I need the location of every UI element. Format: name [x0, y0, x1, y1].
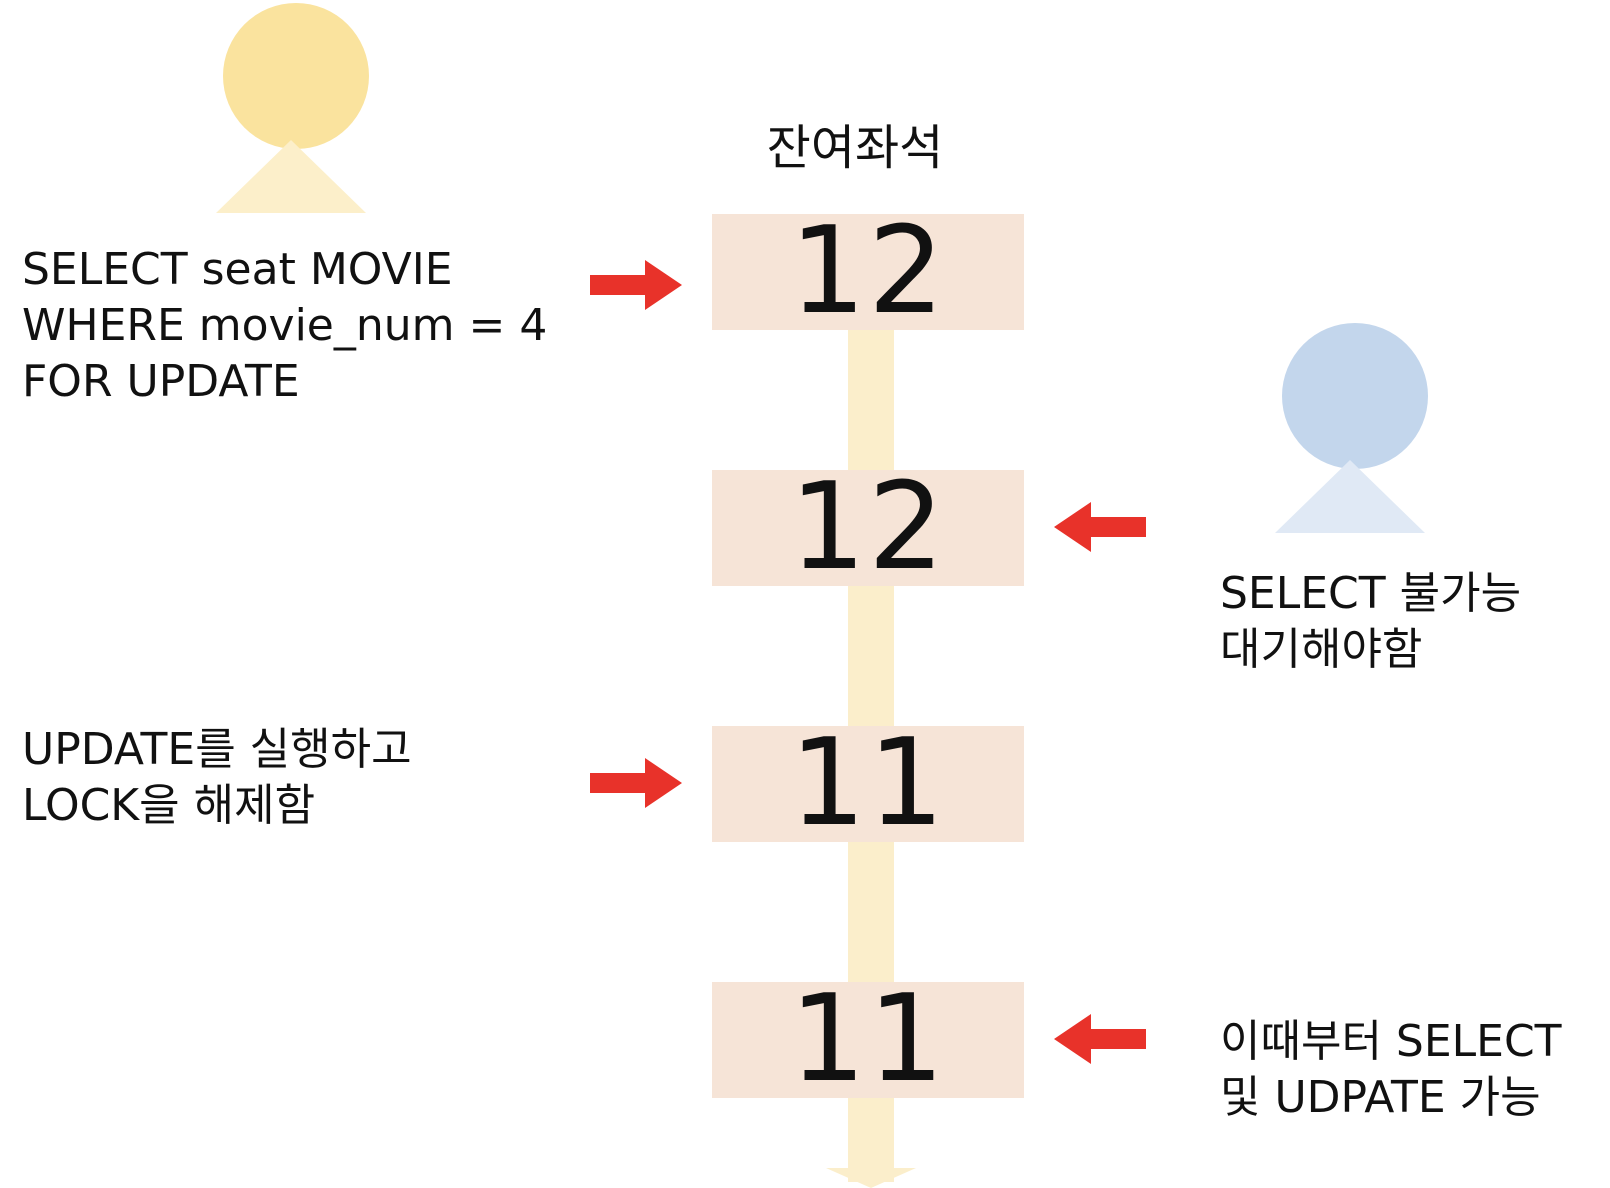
arrow-right-icon: [590, 758, 682, 808]
user-b-head: [1282, 323, 1428, 469]
seat-count-box-1: 12: [712, 212, 1024, 332]
seat-count-box-4: 11: [712, 980, 1024, 1100]
user-a-head: [223, 3, 369, 149]
seat-count-box-2: 12: [712, 468, 1024, 588]
user-a-update-note: UPDATE를 실행하고 LOCK을 해제함: [22, 724, 412, 831]
seat-count-box-3: 11: [712, 724, 1024, 844]
user-b-after-note: 이때부터 SELECT 및 UDPATE 가능: [1220, 1016, 1562, 1123]
remaining-seats-label: 잔여좌석: [766, 120, 944, 176]
person-icon: [1275, 320, 1435, 536]
user-a-body: [216, 140, 366, 213]
person-icon: [216, 0, 376, 216]
user-b-body: [1275, 460, 1425, 533]
arrow-right-icon: [590, 260, 682, 310]
user-b-wait-note: SELECT 불가능 대기해야함: [1220, 568, 1522, 675]
arrow-left-icon: [1054, 502, 1146, 552]
arrow-left-icon: [1054, 1014, 1146, 1064]
timeline-arrowhead: [826, 1168, 916, 1188]
user-a-select-note: SELECT seat MOVIE WHERE movie_num = 4 FO…: [22, 244, 548, 407]
